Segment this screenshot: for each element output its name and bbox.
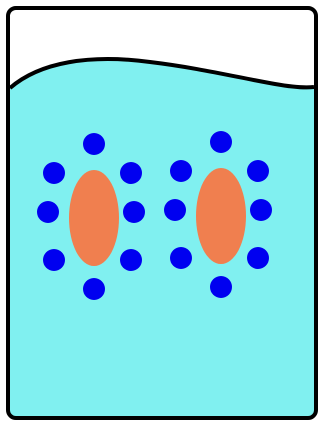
surrounding-dot <box>120 162 142 184</box>
central-ellipse <box>69 170 119 266</box>
surrounding-dot <box>247 247 269 269</box>
central-ellipse <box>196 168 246 264</box>
surrounding-dot <box>247 160 269 182</box>
surrounding-dot <box>250 199 272 221</box>
liquid <box>10 59 314 416</box>
surrounding-dot <box>170 247 192 269</box>
surrounding-dot <box>43 162 65 184</box>
surrounding-dot <box>210 276 232 298</box>
surrounding-dot <box>164 199 186 221</box>
surrounding-dot <box>120 249 142 271</box>
surrounding-dot <box>83 133 105 155</box>
surrounding-dot <box>210 131 232 153</box>
surrounding-dot <box>170 160 192 182</box>
surrounding-dot <box>43 249 65 271</box>
surrounding-dot <box>123 201 145 223</box>
surrounding-dot <box>37 201 59 223</box>
surrounding-dot <box>83 278 105 300</box>
